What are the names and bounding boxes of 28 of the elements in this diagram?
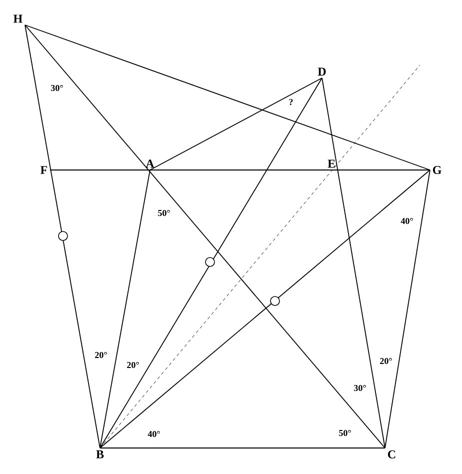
line-segment: [100, 170, 150, 448]
line-segment: [24, 24, 386, 448]
line-segment: [150, 78, 322, 170]
angle-label: 20°: [95, 352, 107, 358]
point-label: B: [96, 450, 104, 458]
angle-label: 50°: [339, 430, 351, 436]
point-label: A: [146, 160, 154, 168]
line-segment: [384, 170, 430, 448]
dashed-line: [100, 64, 420, 448]
line-segment: [100, 78, 322, 448]
angle-label: ?: [289, 98, 293, 106]
point-label: G: [432, 166, 442, 174]
point-label: D: [318, 68, 326, 76]
point-label: C: [388, 450, 396, 458]
angle-label: 40°: [400, 218, 413, 224]
point-label: F: [40, 166, 48, 174]
line-segment: [24, 24, 430, 170]
point-label: H: [13, 14, 22, 23]
line-segment: [322, 78, 386, 448]
angle-label: 20°: [127, 362, 139, 368]
line-segment: [100, 170, 430, 448]
angle-label: 50°: [158, 210, 170, 216]
angle-label: 30°: [354, 384, 366, 392]
angle-label: 40°: [148, 430, 160, 438]
angle-label: 20°: [380, 358, 392, 364]
point-label: E: [328, 160, 335, 168]
angle-label: 30°: [51, 84, 63, 92]
line-segment: [24, 24, 100, 448]
